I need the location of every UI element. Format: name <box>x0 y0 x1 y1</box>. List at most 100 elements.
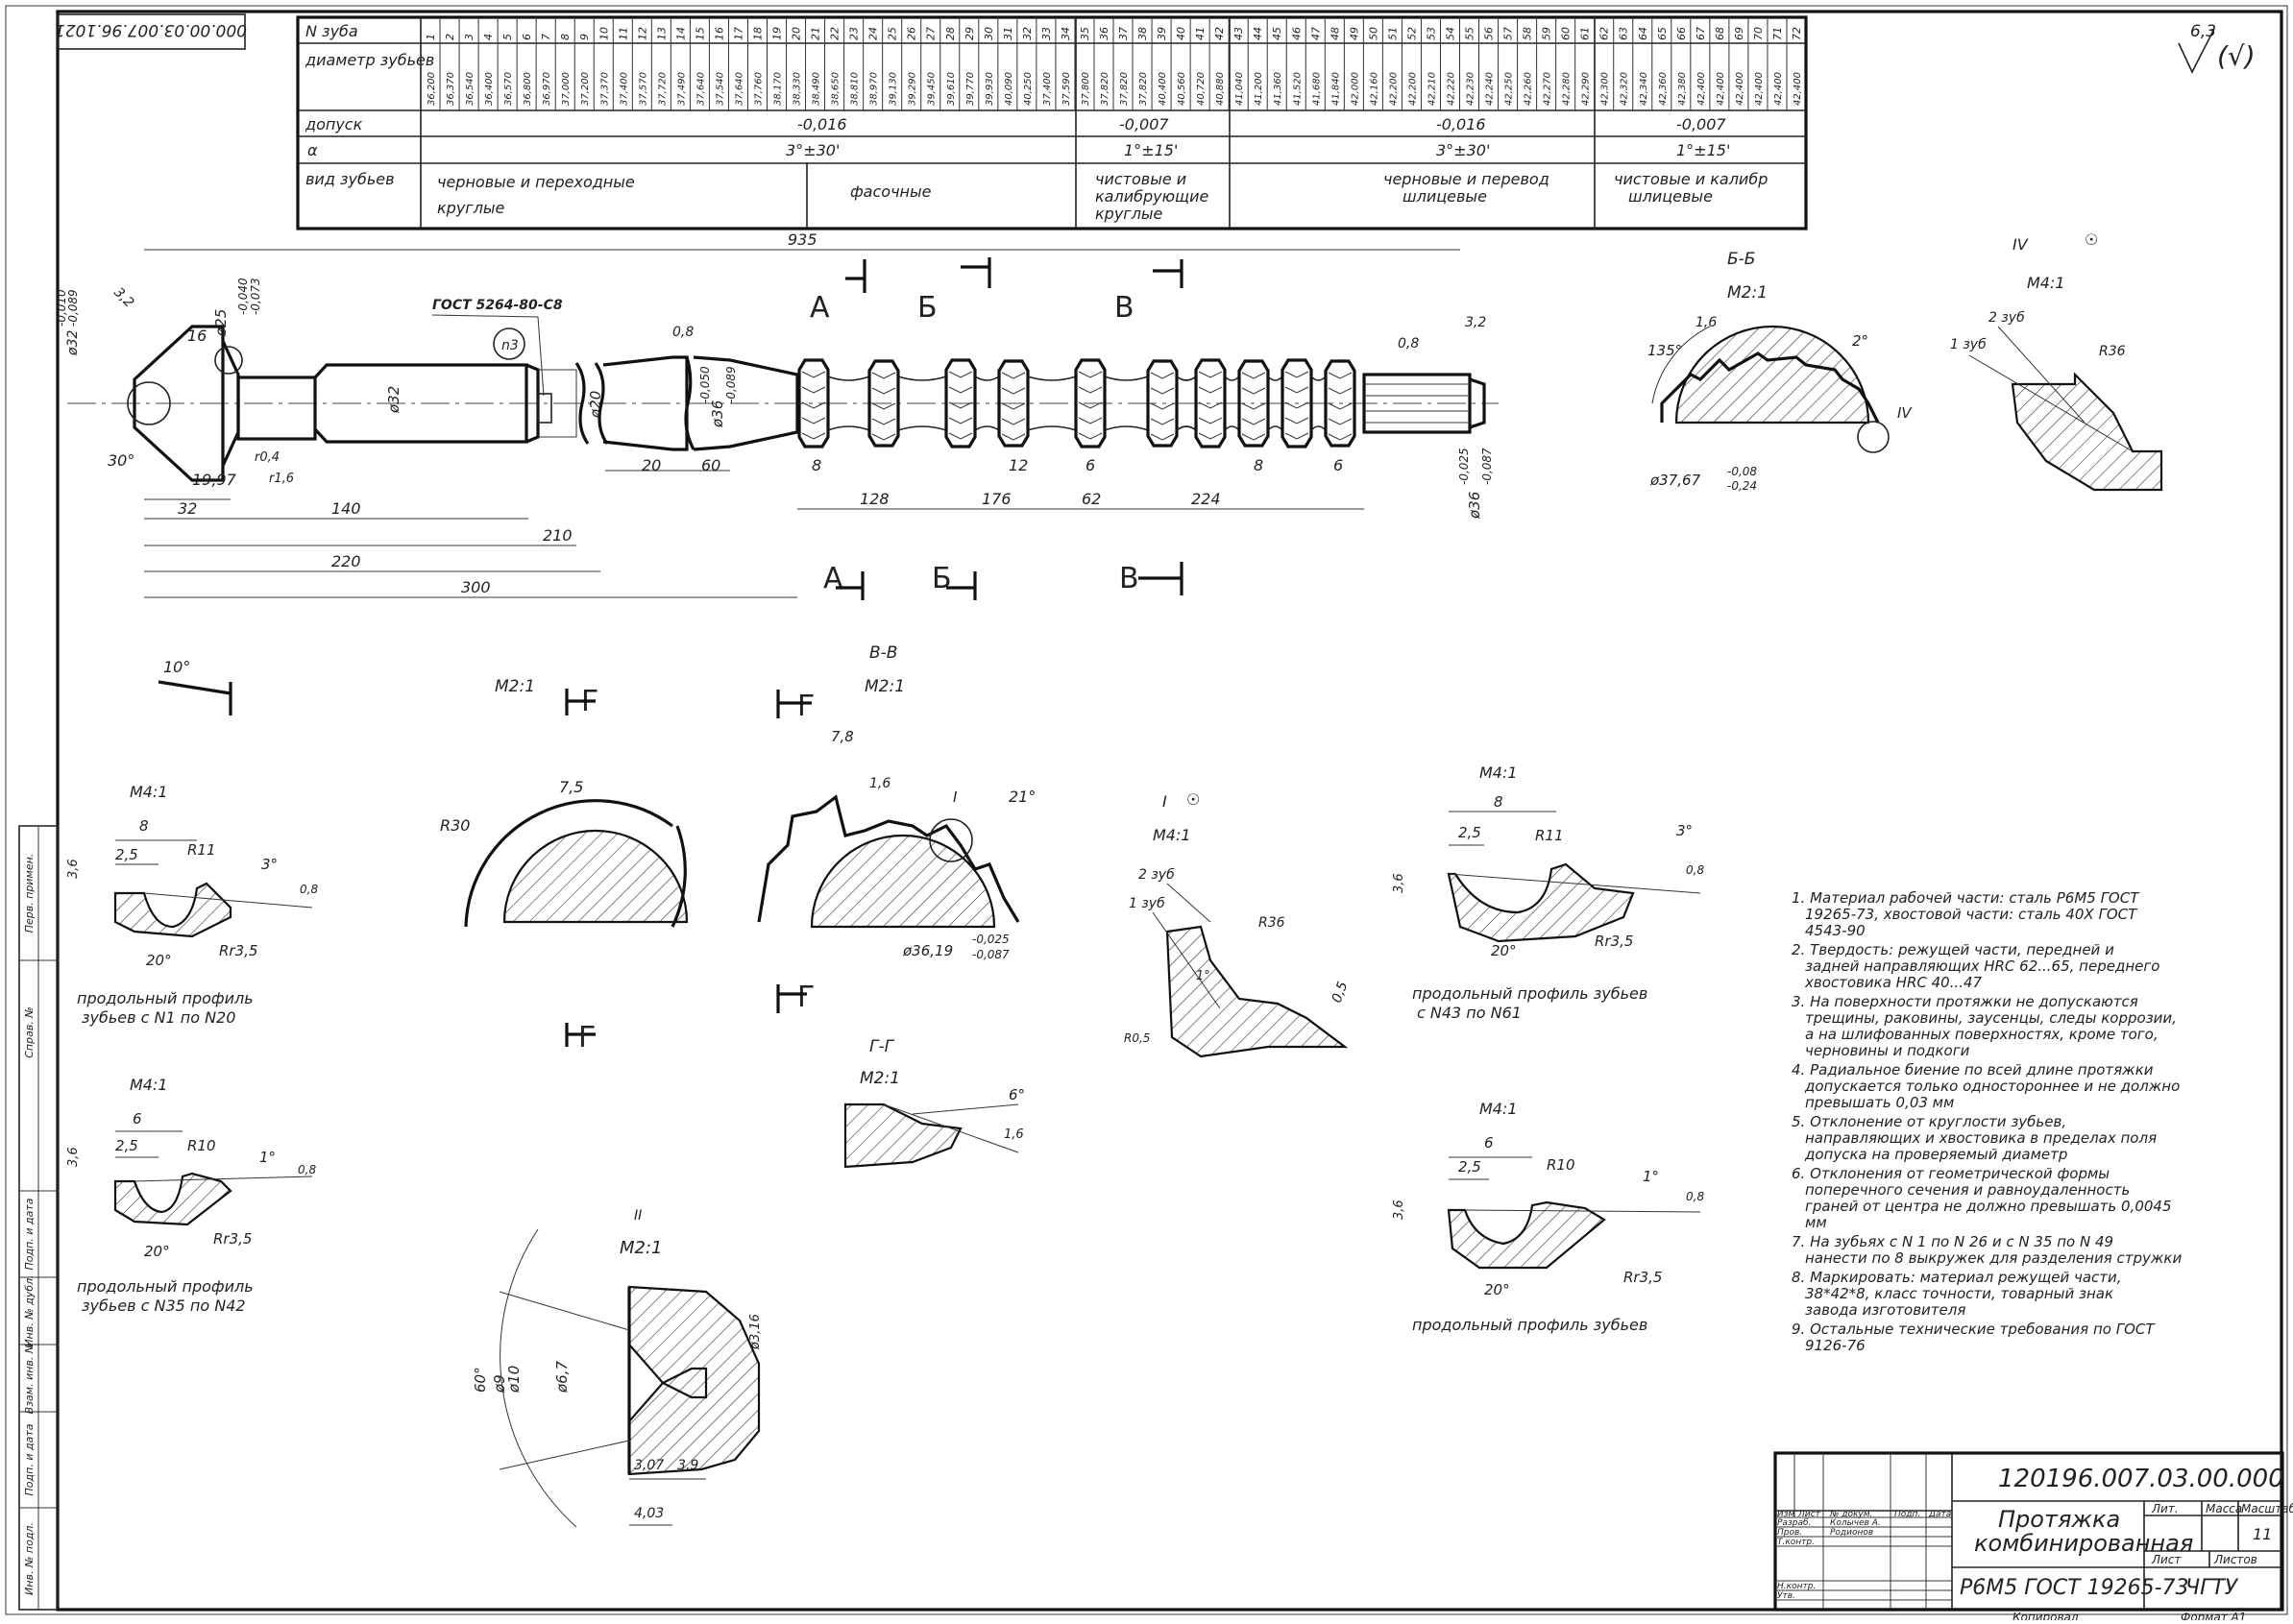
tooth-diameter: 37,590 <box>1061 72 1072 106</box>
tooth-diameter: 38,490 <box>812 72 822 106</box>
svg-text:В-В: В-В <box>869 643 897 663</box>
tooth-gap <box>1176 425 1197 431</box>
svg-text:Протяжка: Протяжка <box>1998 1506 2120 1533</box>
tooth-number: 21 <box>810 27 822 40</box>
svg-text:6: 6 <box>1484 1134 1494 1151</box>
svg-text:ø32: ø32 <box>65 330 81 356</box>
tooth-diameter: 40,400 <box>1158 72 1168 106</box>
tooth-diameter: 39,930 <box>985 72 995 106</box>
svg-text:Колычев А.: Колычев А. <box>1830 1518 1881 1528</box>
svg-text:ø25: ø25 <box>212 309 230 337</box>
tooth-diameter: 41,520 <box>1292 72 1303 106</box>
tooth-block <box>797 358 830 448</box>
tooth-diameter: 42,260 <box>1524 72 1534 106</box>
svg-text:М2:1: М2:1 <box>860 1069 900 1088</box>
tooth-number: 17 <box>732 27 744 40</box>
tooth-gap <box>1104 376 1149 381</box>
svg-text:М4:1: М4:1 <box>1479 1100 1518 1118</box>
view-m21-round: М2:1 7,5 R30 Г Г <box>440 677 689 1054</box>
svg-text:IV: IV <box>1897 404 1913 422</box>
tooth-edge <box>948 401 973 409</box>
hdr-tolerance: допуск <box>305 115 363 133</box>
tooth-edge <box>1001 433 1026 441</box>
svg-text:-0,073: -0,073 <box>249 278 262 315</box>
tol-3: -0,016 <box>1436 115 1486 133</box>
svg-text:140: 140 <box>331 499 361 518</box>
svg-text:М4:1: М4:1 <box>1153 826 1191 844</box>
svg-text:Rr3,5: Rr3,5 <box>1595 933 1633 950</box>
tooth-block <box>867 359 900 448</box>
svg-text:3,6: 3,6 <box>66 1147 81 1167</box>
tooth-gap <box>974 425 1000 431</box>
tooth-edge <box>1241 418 1266 425</box>
tooth-diameter: 39,450 <box>927 72 938 106</box>
tooth-diameter: 41,840 <box>1330 72 1341 106</box>
svg-text:20°: 20° <box>1484 1281 1510 1298</box>
tooth-edge <box>1284 401 1309 409</box>
tooth-edge <box>801 417 826 424</box>
tooth-diameter: 36,540 <box>465 72 476 106</box>
teeth-table: N зуба диаметр зубьев допуск α вид зубье… <box>296 15 1808 230</box>
center-hole-view: II М2:1 ø9 ø10 ø6,7 60° 3,07 3,9 4,03 ø3… <box>472 1208 763 1528</box>
tooth-edge <box>1328 433 1353 441</box>
svg-text:R10: R10 <box>1547 1156 1575 1174</box>
tooth-diameter: 37,400 <box>1042 72 1053 106</box>
tooth-number: 8 <box>559 34 572 40</box>
svg-text:n3: n3 <box>501 338 519 353</box>
section-bb: Б-Б М2:1 IV 135° 1,6 2° ø37,67 -0,08 -0,… <box>1647 250 1913 493</box>
svg-text:7,8: 7,8 <box>831 728 854 745</box>
tooth-edge <box>801 386 826 394</box>
svg-text:Масса: Масса <box>2206 1502 2242 1515</box>
tooth-number: 51 <box>1386 27 1399 40</box>
tooth-edge <box>801 401 826 409</box>
svg-text:зубьев с N1 по N20: зубьев с N1 по N20 <box>82 1008 235 1027</box>
svg-text:8: 8 <box>1494 793 1503 811</box>
tooth-edge <box>1198 432 1223 440</box>
type-3c: круглые <box>1095 205 1163 223</box>
tooth-edge <box>1284 432 1309 440</box>
svg-text:М4:1: М4:1 <box>1479 764 1518 782</box>
tooth-number: 49 <box>1348 27 1360 40</box>
tooth-diameter: 36,200 <box>427 72 437 106</box>
svg-text:20°: 20° <box>1491 942 1517 959</box>
cutting-teeth <box>797 358 1356 448</box>
tooth-diameter: 41,360 <box>1273 72 1283 106</box>
svg-text:3°: 3° <box>1676 822 1693 839</box>
tooth-edge <box>1328 402 1353 410</box>
svg-text:1,6: 1,6 <box>869 776 890 791</box>
tooth-edge <box>1001 387 1026 395</box>
stamp-text: 000.00.03.007.96.1021 <box>55 20 247 39</box>
tooth-diameter: 42,200 <box>1407 72 1418 106</box>
svg-text:2 зуб: 2 зуб <box>1988 310 2025 326</box>
tol-2: -0,007 <box>1119 115 1169 133</box>
tooth-diameter: 36,570 <box>503 72 514 106</box>
tooth-diameter: 37,820 <box>1100 72 1110 106</box>
svg-text:62: 62 <box>1082 490 1101 508</box>
profile-1: М4:1 8 2,5 R11 3° 0,8 3,6 20° Rr3,5 прод… <box>66 783 318 1027</box>
svg-text:2°: 2° <box>1852 332 1868 350</box>
svg-text:R36: R36 <box>1258 915 1285 931</box>
type-1b: круглые <box>437 199 505 217</box>
svg-text:1 зуб: 1 зуб <box>1129 896 1165 911</box>
strip-label: Взам. инв. № <box>23 1343 36 1415</box>
tooth-edge <box>948 432 973 440</box>
tol-1: -0,016 <box>797 115 847 133</box>
svg-text:-0,025: -0,025 <box>1457 448 1471 485</box>
tooth-number: 7 <box>540 34 552 40</box>
tooth-gap <box>897 425 947 431</box>
tooth-diameter: 42,160 <box>1369 72 1379 106</box>
profile-2: М4:1 6 2,5 R10 1° 0,8 3,6 20° Rr3,5 прод… <box>66 1076 316 1315</box>
tooth-number: 20 <box>791 27 803 40</box>
svg-text:I: I <box>953 788 958 806</box>
tooth-number: 3 <box>463 34 476 40</box>
svg-text:М2:1: М2:1 <box>620 1238 663 1258</box>
svg-text:Копировал: Копировал <box>2012 1611 2079 1620</box>
tooth-diameter: 37,370 <box>599 72 610 106</box>
tooth-number: 23 <box>848 27 861 40</box>
tooth-edge <box>801 432 826 440</box>
svg-text:Г: Г <box>797 981 815 1014</box>
svg-text:19,97: 19,97 <box>192 471 237 489</box>
type-3a: чистовые и <box>1095 170 1186 188</box>
svg-text:300: 300 <box>461 578 491 596</box>
tooth-diameter: 42,270 <box>1543 72 1553 106</box>
